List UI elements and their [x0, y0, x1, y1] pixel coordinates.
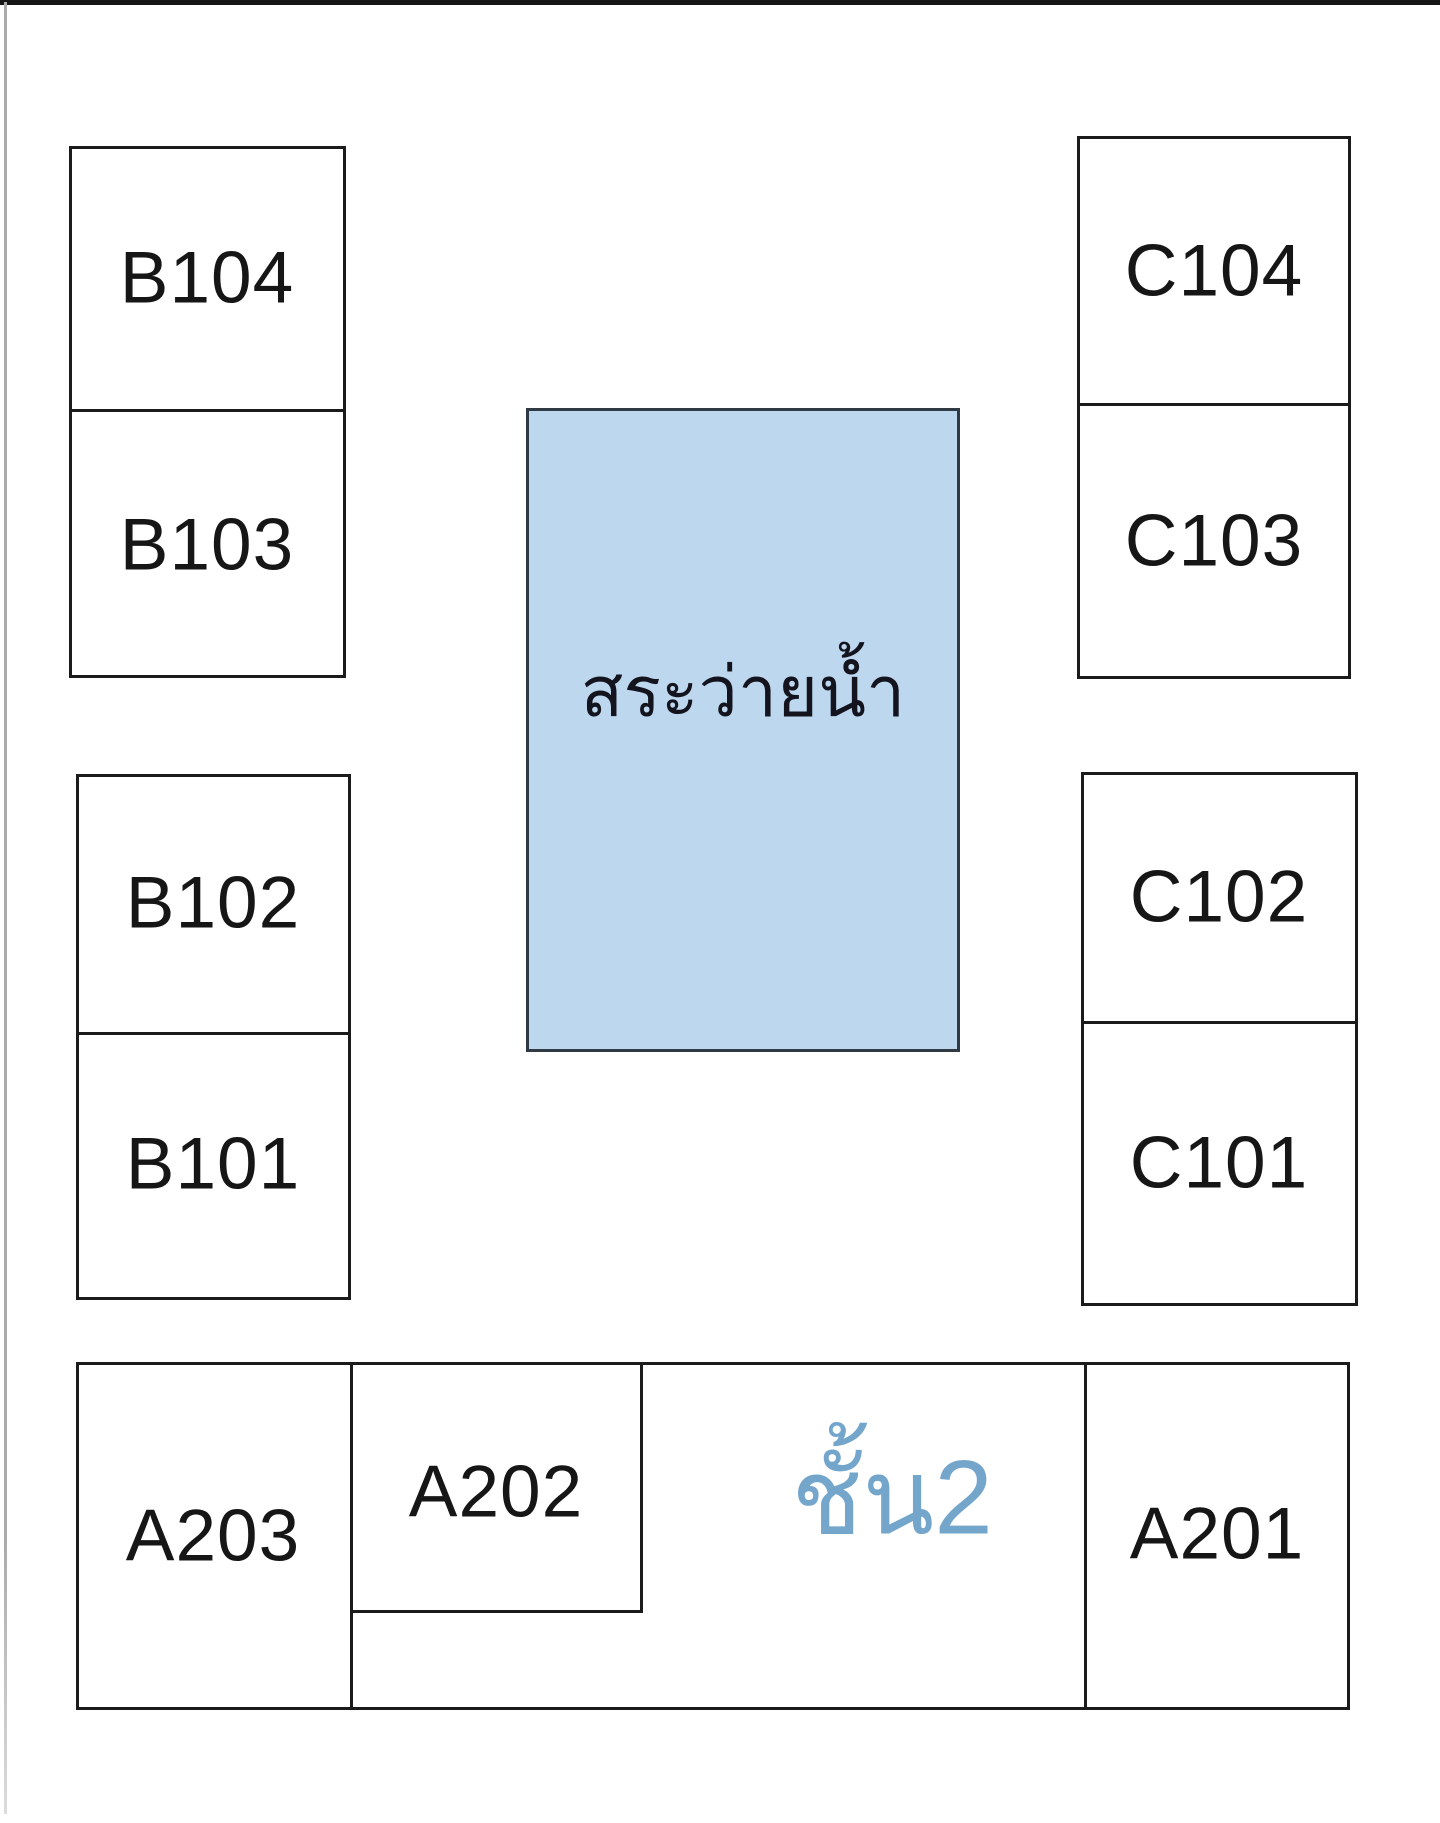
room-block-b104-b103	[69, 146, 346, 678]
room-block-c102-c101	[1081, 772, 1358, 1306]
room-block-c104-c103	[1077, 136, 1351, 679]
room-label-a203: A203	[125, 1495, 301, 1577]
room-label-c101: C101	[1129, 1122, 1309, 1204]
a-row-outline	[76, 1362, 1350, 1710]
room-label-a202: A202	[408, 1451, 584, 1533]
room-label-c102: C102	[1129, 856, 1309, 938]
room-label-c103: C103	[1124, 500, 1304, 582]
room-block-b102-b101	[76, 774, 351, 1300]
top-edge-bar	[0, 0, 1440, 5]
wall-a202-bottom	[350, 1610, 643, 1613]
wall-a202-right	[640, 1362, 643, 1613]
room-label-b103: B103	[119, 504, 295, 586]
left-page-edge-line	[4, 2, 7, 1814]
room-label-b102: B102	[125, 862, 301, 944]
room-label-a201: A201	[1129, 1493, 1305, 1575]
wall-divider-c102-c101	[1081, 1021, 1358, 1024]
swimming-pool: สระว่ายน้ำ	[526, 408, 960, 1052]
room-label-c104: C104	[1124, 230, 1304, 312]
room-label-b104: B104	[119, 237, 295, 319]
wall-divider-c104-c103	[1077, 403, 1351, 406]
room-label-b101: B101	[125, 1123, 301, 1205]
wall-divider-b104-b103	[69, 409, 346, 412]
wall-divider-a203-a202	[350, 1362, 353, 1710]
swimming-pool-label: สระว่ายน้ำ	[580, 652, 906, 731]
wall-a201-left	[1084, 1362, 1087, 1710]
wall-divider-b102-b101	[76, 1032, 351, 1035]
floor-number-label: ชั้น2	[791, 1439, 993, 1557]
